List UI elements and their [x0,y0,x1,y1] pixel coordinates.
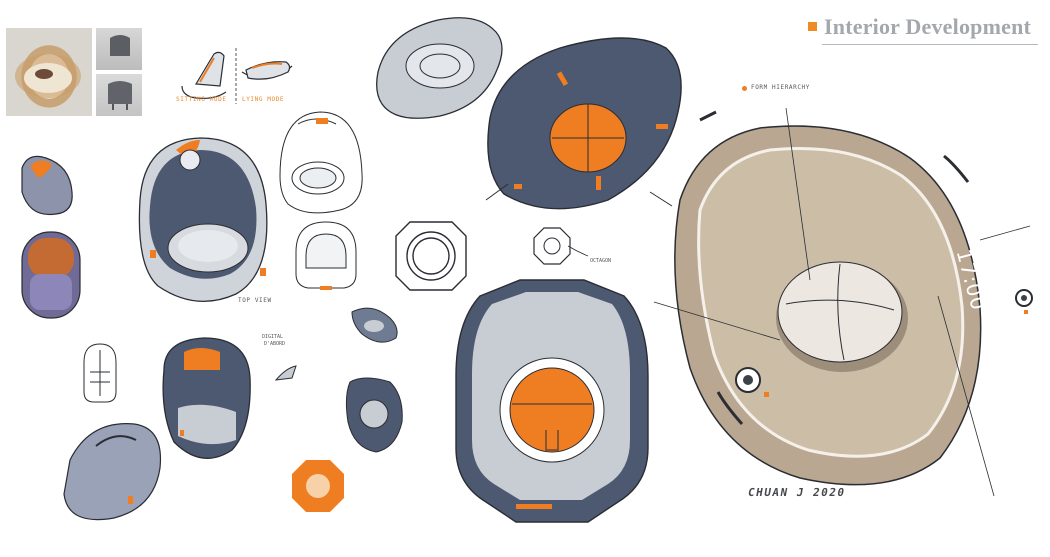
small-wireframe-pod [83,343,117,403]
mode-sketch-lying [241,61,293,80]
page-header: Interior Development [808,14,1038,48]
form-hierarchy-bullet [742,86,747,91]
pod-top-wireframe [376,17,503,119]
form-hierarchy-label: FORM HIERARCHY [751,84,810,91]
pod-top-view-hero [485,37,682,210]
small-pod-front [21,231,81,319]
pod-top-view-large [455,279,649,523]
orange-octagon-badge [292,460,344,512]
reference-photo-details [15,35,132,110]
handle-detail [274,365,297,381]
egg-chair-wireframe [279,111,363,214]
octagon-diagram [533,227,589,265]
octagon-ring [395,221,467,291]
artist-signature: CHUAN J 2020 [746,486,847,499]
egg-chair-perspective [138,137,268,303]
blue-egg-seat [162,337,251,459]
egg-outline-front [295,221,357,290]
top-view-note: TOP VIEW [238,297,272,304]
round-shell-chair [63,423,162,521]
header-rule [822,44,1038,45]
header-marker [808,22,817,31]
lying-mode-label: LYING MODE [242,96,285,103]
page-title: Interior Development [824,14,1032,39]
mode-sketch-sitting [181,51,227,99]
small-pod-side [21,155,73,216]
mini-pod-detail [351,307,398,343]
taupe-pod-render [653,107,1033,497]
mini-pod-top [345,377,403,453]
sitting-mode-label: SITTING MODE [176,96,227,103]
octagon-label: OCTAGON [590,258,611,264]
